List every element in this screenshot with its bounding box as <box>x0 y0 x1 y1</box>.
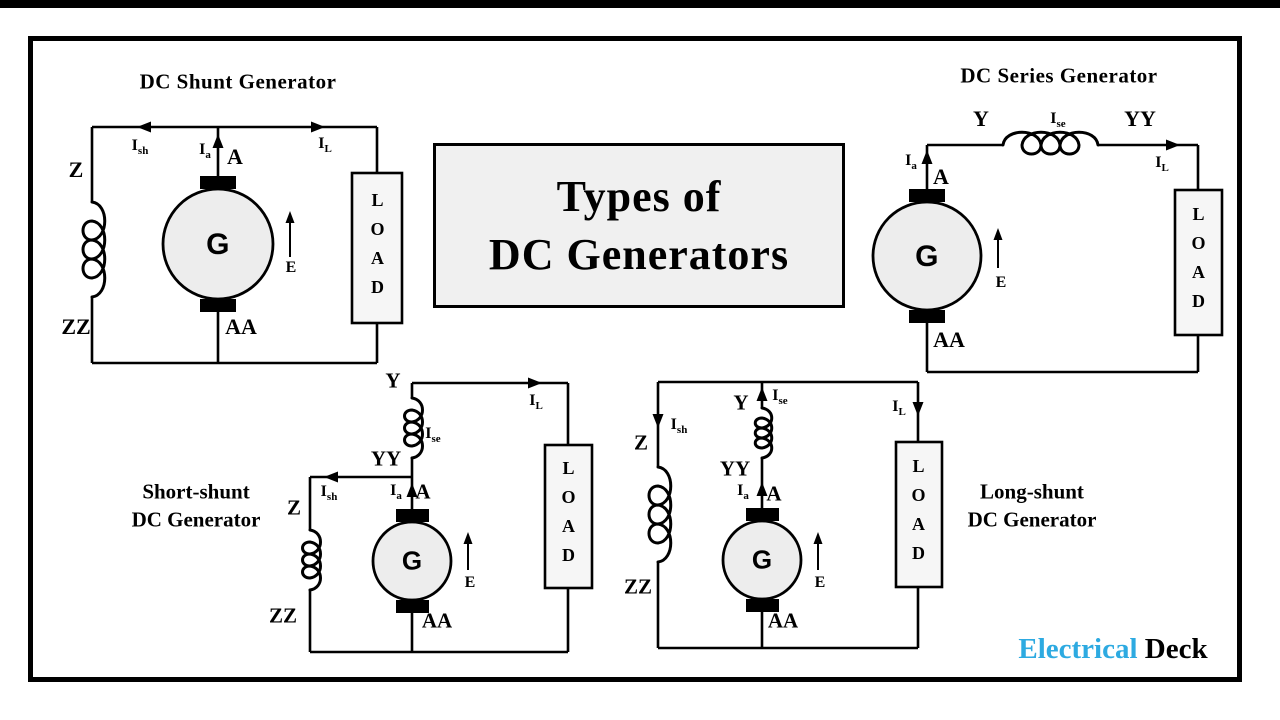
shunt-zz-terminal-label: ZZ <box>61 314 91 339</box>
series-ia-current-label: Ia <box>905 152 917 173</box>
longshunt-emf-label: E <box>814 574 826 591</box>
shortshunt-ia-current-label: Ia <box>390 482 402 503</box>
shortshunt-emf-label: E <box>464 574 476 591</box>
shortshunt-y-terminal-label: Y <box>385 368 401 393</box>
shunt-title: DC Shunt Generator <box>139 69 337 94</box>
longshunt-load-text: LOAD <box>908 456 929 572</box>
longshunt-ish-current-label: Ish <box>670 416 688 437</box>
shunt-a-terminal-label: A <box>227 144 243 169</box>
watermark-primary: Electrical <box>1018 633 1138 665</box>
series-emf-label: E <box>995 274 1007 291</box>
shunt-aa-terminal-label: AA <box>225 314 257 339</box>
longshunt-ise-current-label: Ise <box>772 387 788 408</box>
shortshunt-z-terminal-label: Z <box>286 495 302 520</box>
longshunt-aa-terminal-label: AA <box>767 608 799 633</box>
shortshunt-aa-terminal-label: AA <box>421 608 453 633</box>
series-a-terminal-label: A <box>933 164 949 189</box>
shortshunt-il-current-label: IL <box>529 392 543 413</box>
series-ise-current-label: Ise <box>1050 110 1066 131</box>
longshunt-zz-terminal-label: ZZ <box>623 574 653 599</box>
title-line-2: DC Generators <box>488 229 790 279</box>
top-black-strip <box>0 0 1280 8</box>
longshunt-y-terminal-label: Y <box>733 390 749 415</box>
longshunt-z-terminal-label: Z <box>633 430 649 455</box>
shunt-z-terminal-label: Z <box>68 157 84 182</box>
shortshunt-load-text: LOAD <box>558 458 579 574</box>
longshunt-a-terminal-label: A <box>766 481 782 506</box>
shunt-generator-letter: G <box>206 228 230 261</box>
shortshunt-title-line-2: DC Generator <box>131 507 261 531</box>
shunt-il-current-label: IL <box>318 135 332 156</box>
longshunt-title: Long-shunt DC Generator <box>968 478 1097 533</box>
shunt-emf-label: E <box>285 259 297 276</box>
series-il-current-label: IL <box>1155 154 1169 175</box>
shunt-ia-current-label: Ia <box>199 141 211 162</box>
title-box: Types of DC Generators <box>433 143 845 308</box>
shortshunt-generator-letter: G <box>401 545 423 576</box>
shortshunt-zz-terminal-label: ZZ <box>268 603 298 628</box>
title-line-1: Types of <box>556 172 722 222</box>
watermark-secondary: Deck <box>1144 633 1208 665</box>
series-generator-letter: G <box>915 240 939 273</box>
longshunt-title-line-2: DC Generator <box>967 507 1097 531</box>
longshunt-yy-terminal-label: YY <box>719 456 751 481</box>
longshunt-title-line-1: Long-shunt <box>980 479 1084 504</box>
longshunt-generator-letter: G <box>751 544 773 575</box>
shunt-load-text: LOAD <box>367 190 388 306</box>
shortshunt-yy-terminal-label: YY <box>370 446 402 471</box>
shortshunt-title: Short-shunt DC Generator <box>132 478 261 533</box>
series-aa-terminal-label: AA <box>933 327 965 352</box>
series-y-terminal-label: Y <box>973 106 989 131</box>
series-load-text: LOAD <box>1188 204 1209 320</box>
shortshunt-ise-current-label: Ise <box>425 425 441 446</box>
longshunt-il-current-label: IL <box>892 398 906 419</box>
shortshunt-a-terminal-label: A <box>415 479 431 504</box>
shortshunt-ish-current-label: Ish <box>320 483 338 504</box>
longshunt-ia-current-label: Ia <box>737 482 749 503</box>
watermark: Electrical Deck <box>1008 633 1218 666</box>
shortshunt-title-line-1: Short-shunt <box>142 479 250 504</box>
shunt-ish-current-label: Ish <box>131 137 149 158</box>
series-yy-terminal-label: YY <box>1124 106 1156 131</box>
series-title: DC Series Generator <box>960 63 1158 88</box>
